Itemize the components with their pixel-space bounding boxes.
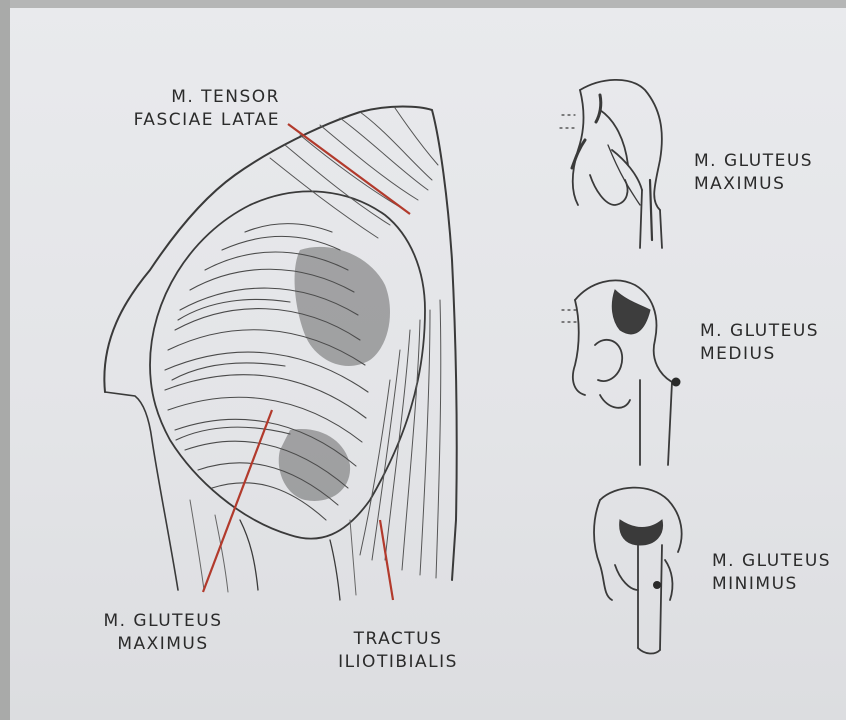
diagram-gluteus-medius — [562, 280, 681, 465]
leader-lines — [203, 124, 410, 600]
label-tractus-iliotibialis: TRACTUS ILIOTIBIALIS — [318, 628, 478, 674]
left-edge-contour — [105, 392, 178, 590]
outer-contour — [104, 107, 456, 581]
diagram-gluteus-minimus — [594, 488, 682, 654]
label-gluteus-medius: M. GLUTEUS MEDIUS — [700, 320, 846, 366]
leader-gluteus-maximus — [203, 410, 272, 592]
diagram-gluteus-maximus — [560, 80, 662, 248]
thigh-back-contour — [330, 540, 340, 600]
label-gluteus-minimus: M. GLUTEUS MINIMUS — [712, 550, 846, 596]
gluteal-region-drawing — [104, 107, 456, 601]
label-gluteus-maximus-main: M. GLUTEUS MAXIMUS — [78, 610, 248, 656]
leader-tensor — [288, 124, 410, 214]
leader-tractus — [380, 520, 393, 600]
label-tensor-fasciae-latae: M. TENSOR FASCIAE LATAE — [100, 86, 280, 132]
thigh-inner-contour — [240, 520, 258, 590]
label-gluteus-maximus-small: M. GLUTEUS MAXIMUS — [694, 150, 844, 196]
